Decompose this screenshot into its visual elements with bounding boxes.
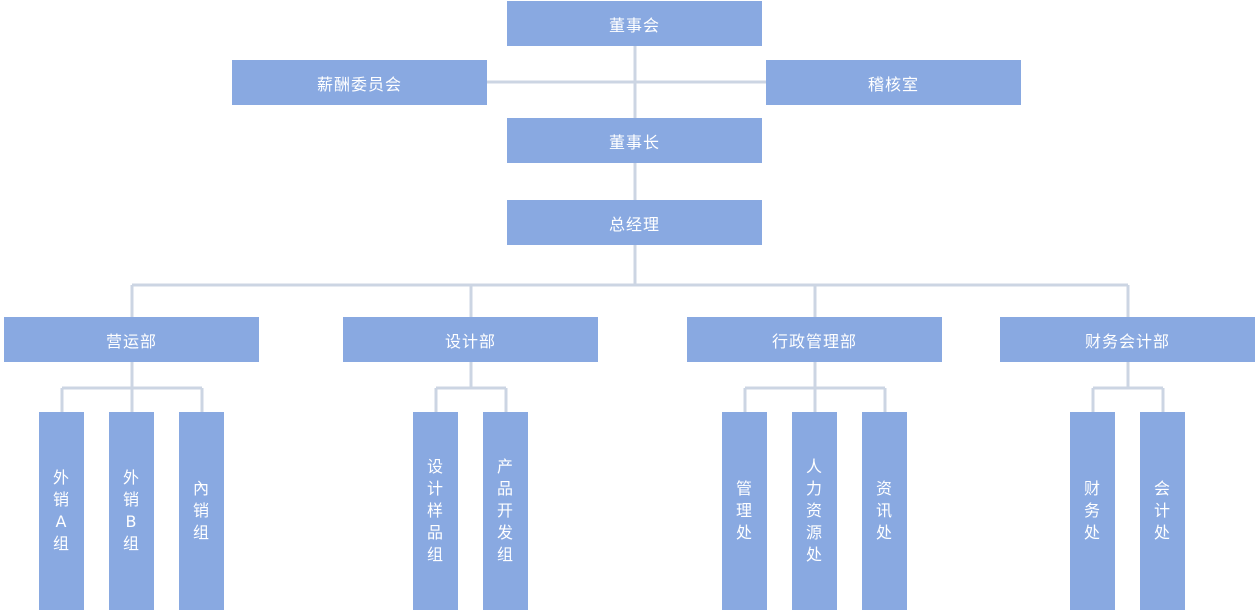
node-unit-char: 管 bbox=[735, 479, 753, 498]
node-unit: 內销组 bbox=[179, 412, 224, 610]
node-general-manager-label: 总经理 bbox=[608, 214, 660, 234]
node-general-manager: 总经理 bbox=[507, 200, 762, 245]
node-compensation-committee: 薪酬委员会 bbox=[232, 60, 487, 105]
node-unit-char: 财 bbox=[1083, 479, 1101, 498]
node-unit-char: A bbox=[55, 512, 68, 531]
node-unit-char: 源 bbox=[805, 523, 823, 542]
node-unit-char: 品 bbox=[496, 479, 514, 498]
node-department-label: 营运部 bbox=[105, 331, 157, 351]
node-chairman: 董事长 bbox=[507, 118, 762, 163]
node-department-label: 财务会计部 bbox=[1084, 331, 1170, 351]
node-unit-char: 力 bbox=[805, 479, 823, 498]
node-compensation-committee-label: 薪酬委员会 bbox=[316, 74, 402, 94]
node-unit-char: 品 bbox=[426, 523, 444, 542]
node-unit: 人力资源处 bbox=[792, 412, 837, 610]
node-unit-char: 处 bbox=[805, 545, 823, 564]
node-unit-char: 內 bbox=[192, 479, 210, 498]
node-unit: 产品开发组 bbox=[483, 412, 528, 610]
node-unit: 管理处 bbox=[722, 412, 767, 610]
node-unit-char: 设 bbox=[426, 457, 444, 476]
node-unit-char: 外 bbox=[52, 468, 70, 487]
node-unit-char: 样 bbox=[426, 501, 444, 520]
node-unit-char: 理 bbox=[735, 501, 753, 520]
node-unit-char: 组 bbox=[426, 545, 444, 564]
node-unit-char: 处 bbox=[1083, 523, 1101, 542]
node-unit: 设计样品组 bbox=[413, 412, 458, 610]
node-unit-char: 讯 bbox=[875, 501, 893, 520]
node-board-label: 董事会 bbox=[608, 15, 660, 35]
node-department: 设计部 bbox=[343, 317, 598, 362]
node-unit-char: 计 bbox=[426, 479, 444, 498]
node-unit-char: B bbox=[125, 512, 138, 531]
node-department-label: 设计部 bbox=[444, 331, 496, 351]
node-unit-char: 销 bbox=[122, 490, 140, 509]
node-unit-char: 务 bbox=[1083, 501, 1101, 520]
node-unit-char: 外 bbox=[122, 468, 140, 487]
node-unit-char: 组 bbox=[122, 534, 140, 553]
node-unit-char: 处 bbox=[1153, 523, 1171, 542]
node-unit-char: 组 bbox=[52, 534, 70, 553]
node-unit-char: 人 bbox=[805, 457, 823, 476]
node-unit-char: 计 bbox=[1153, 501, 1171, 520]
node-unit-char: 组 bbox=[192, 523, 210, 542]
node-unit-char: 开 bbox=[496, 501, 514, 520]
node-unit-char: 会 bbox=[1153, 479, 1171, 498]
node-audit-office-label: 稽核室 bbox=[867, 74, 919, 94]
node-unit-char: 资 bbox=[805, 501, 823, 520]
node-unit-char: 销 bbox=[52, 490, 70, 509]
node-department: 行政管理部 bbox=[687, 317, 942, 362]
node-unit-char: 处 bbox=[735, 523, 753, 542]
node-unit: 财务处 bbox=[1070, 412, 1115, 610]
node-unit-char: 组 bbox=[496, 545, 514, 564]
node-chairman-label: 董事长 bbox=[608, 132, 660, 152]
node-unit-char: 资 bbox=[875, 479, 893, 498]
node-department: 营运部 bbox=[4, 317, 259, 362]
node-unit-char: 产 bbox=[496, 457, 514, 476]
node-audit-office: 稽核室 bbox=[766, 60, 1021, 105]
node-unit-char: 销 bbox=[192, 501, 210, 520]
node-unit-char: 发 bbox=[496, 523, 514, 542]
node-department: 财务会计部 bbox=[1000, 317, 1255, 362]
node-department-label: 行政管理部 bbox=[771, 331, 857, 351]
node-unit-char: 处 bbox=[875, 523, 893, 542]
node-board: 董事会 bbox=[507, 1, 762, 46]
node-unit: 资讯处 bbox=[862, 412, 907, 610]
node-unit: 会计处 bbox=[1140, 412, 1185, 610]
